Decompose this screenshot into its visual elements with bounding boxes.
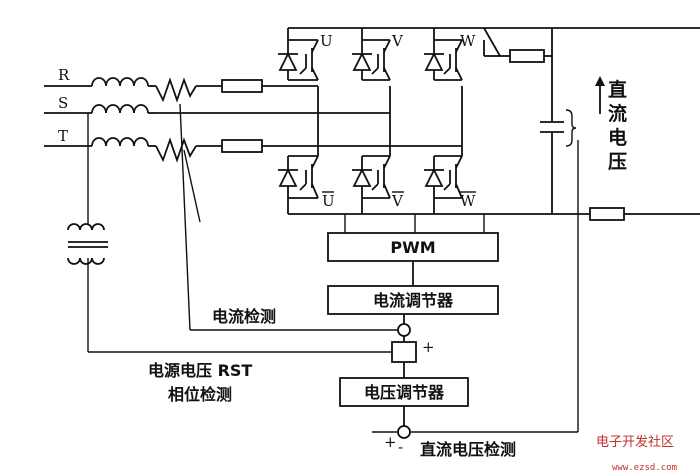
igbt-lower-w xyxy=(424,150,463,199)
input-fuses xyxy=(221,79,300,153)
bridge-phase-feeds xyxy=(300,85,463,150)
current-summing-junction xyxy=(397,323,411,337)
multiplier-plus-sign: + xyxy=(422,338,435,356)
dc-voltage-char-3: 电 xyxy=(608,126,627,149)
current-detect-label: 电流检测 xyxy=(212,307,276,326)
igbt-label-w-upper: W xyxy=(460,32,476,50)
source-voltage-label-line2: 相位检测 xyxy=(168,385,232,404)
dc-voltage-char-2: 流 xyxy=(608,102,627,125)
watermark-line2: www.ezsd.com xyxy=(612,463,677,473)
dc-voltage-char-4: 压 xyxy=(608,151,627,173)
igbt-label-u-upper: U xyxy=(320,32,333,50)
igbt-label-u-lower: U xyxy=(322,192,335,210)
igbt-upper-w xyxy=(424,39,463,81)
voltage-regulator-label: 电压调节器 xyxy=(364,383,445,402)
watermark-line1: 电子开发社区 xyxy=(596,434,674,450)
igbt-upper-v xyxy=(352,39,391,81)
pwm-label: PWM xyxy=(390,238,435,257)
dc-voltage-summing-junction xyxy=(397,425,411,439)
phase-label-t: T xyxy=(58,127,68,145)
dc-sum-minus-sign: - xyxy=(398,438,403,456)
igbt-label-w-lower: W xyxy=(460,192,476,210)
igbt-lower-u xyxy=(278,150,319,199)
dc-bus xyxy=(287,27,700,215)
phase-detect-transformer xyxy=(67,113,392,353)
dc-voltage-detect-label: 直流电压检测 xyxy=(420,440,516,459)
dc-sum-plus-sign: + xyxy=(384,433,397,451)
input-inductors xyxy=(91,77,156,147)
precharge-circuit xyxy=(483,27,577,214)
current-sensors xyxy=(155,77,300,331)
multiplier-block xyxy=(391,341,417,363)
current-regulator-block xyxy=(327,285,499,315)
voltage-regulator-block xyxy=(339,377,469,407)
dc-voltage-char-1: 直 xyxy=(608,78,627,101)
igbt-upper-u xyxy=(278,39,319,81)
phase-label-s: S xyxy=(58,94,68,112)
igbt-label-v-lower: V xyxy=(391,192,404,210)
dc-shunt-resistor xyxy=(589,207,625,221)
igbt-lower-v xyxy=(352,150,391,199)
dc-voltage-arrow xyxy=(595,76,605,114)
phase-input-lines xyxy=(44,85,92,147)
phase-label-r: R xyxy=(58,66,70,84)
gate-leads xyxy=(344,214,485,233)
current-regulator-label: 电流调节器 xyxy=(373,291,454,310)
source-voltage-label-line1: 电源电压 RST xyxy=(148,361,252,380)
igbt-label-v-upper: V xyxy=(391,32,404,50)
